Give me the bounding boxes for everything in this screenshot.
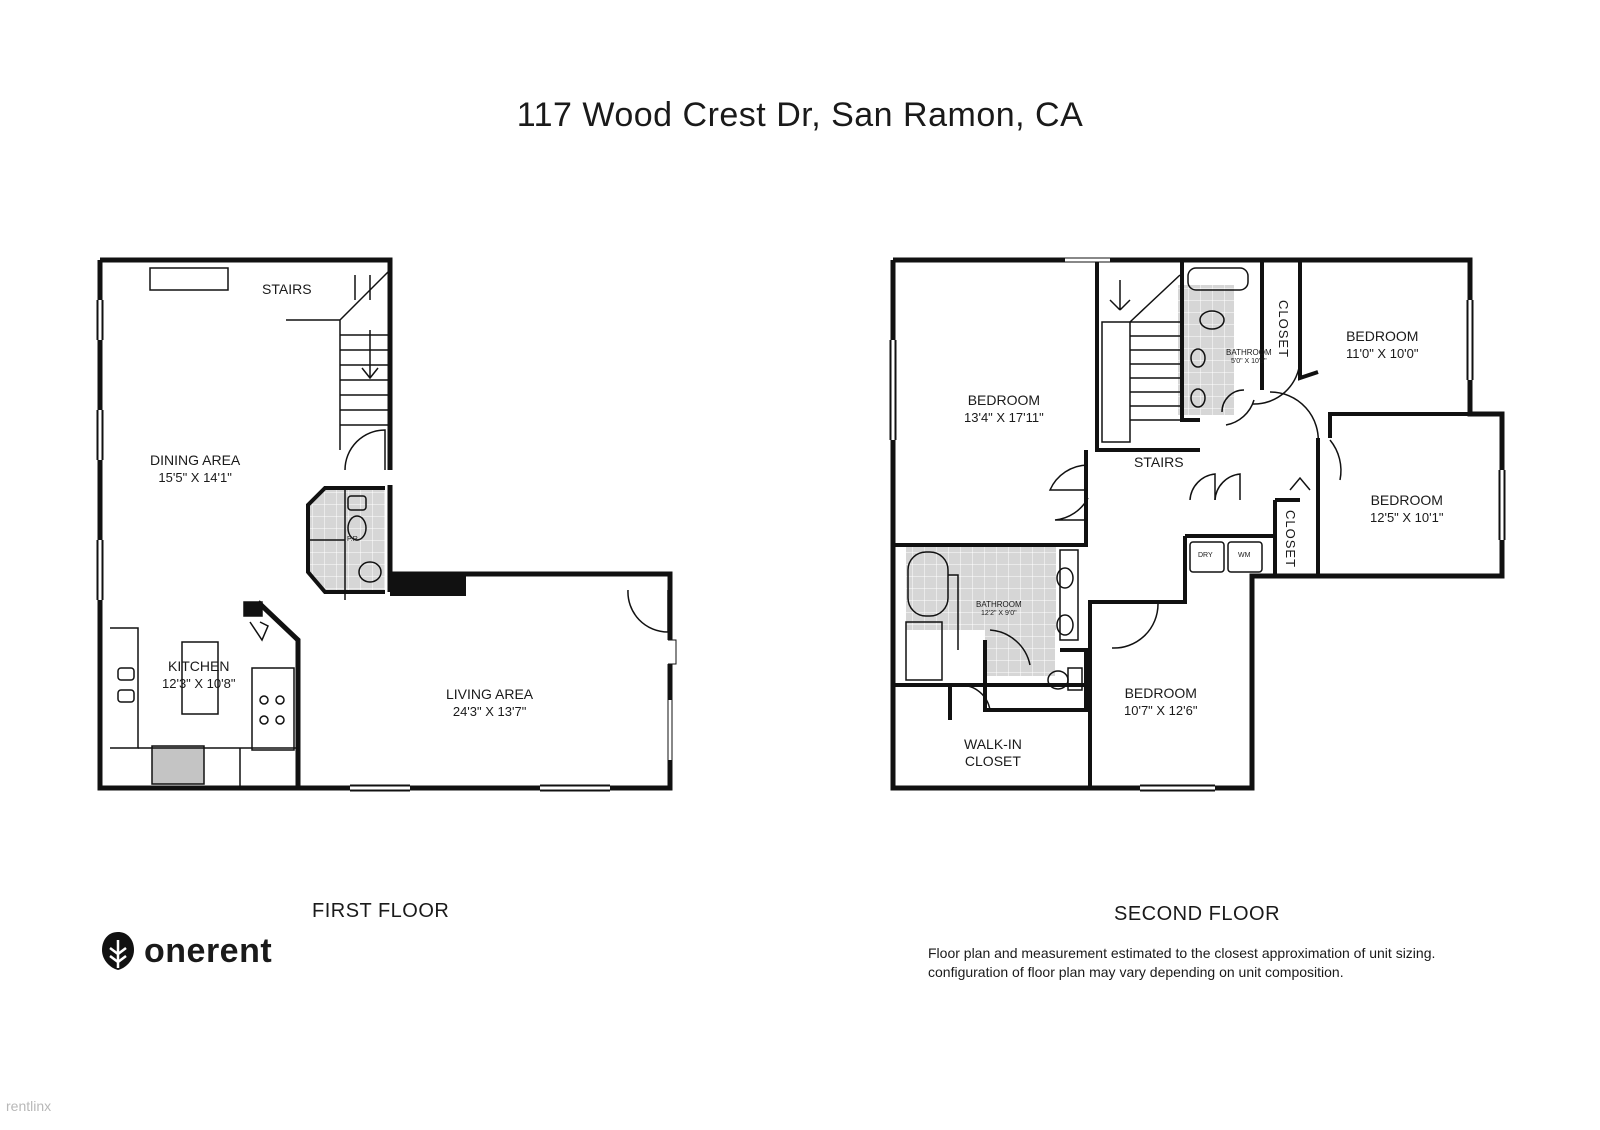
- dining-area-name: DINING AREA: [150, 452, 241, 468]
- laundry-appliances: [1189, 541, 1263, 573]
- first-floor-label: FIRST FLOOR: [312, 900, 450, 922]
- dining-area-label: DINING AREA 15'5" X 14'1": [150, 452, 240, 486]
- master-bath-fixtures: [905, 549, 1083, 691]
- living-wall-segment: [390, 574, 466, 596]
- south-bedroom-label: BEDROOM 10'7" X 12'6": [1124, 685, 1197, 719]
- ne-bedroom-label: BEDROOM 11'0" X 10'0": [1346, 328, 1419, 362]
- buffet-counter: [149, 267, 229, 291]
- first-floor-stairs: [286, 271, 389, 450]
- master-bath-label: BATHROOM 12'2" X 9'0": [976, 600, 1022, 618]
- brand-name: onerent: [144, 931, 273, 970]
- second-floor-interior-wall: [893, 260, 1470, 788]
- first-stairs-label: STAIRS: [262, 281, 312, 297]
- master-bath-name: BATHROOM: [976, 600, 1022, 609]
- brand-logo: onerent: [100, 930, 272, 972]
- ne-bedroom-size: 11'0" X 10'0": [1346, 346, 1419, 361]
- second-floor-label: SECOND FLOOR: [1114, 903, 1281, 925]
- living-area-name: LIVING AREA: [446, 686, 534, 702]
- disclaimer-line-2: configuration of floor plan may vary dep…: [928, 964, 1344, 980]
- ne-bedroom-name: BEDROOM: [1346, 328, 1419, 344]
- east-bedroom-name: BEDROOM: [1370, 492, 1443, 508]
- main-bedroom-size: 13'4" X 17'11": [964, 410, 1044, 425]
- south-bedroom-size: 10'7" X 12'6": [1124, 703, 1198, 718]
- page-title: 117 Wood Crest Dr, San Ramon, CA: [516, 96, 1084, 134]
- hall-bath-size: 5'0" X 10'5": [1230, 358, 1267, 365]
- second-floor-stairs: [1101, 274, 1181, 443]
- kitchen-fixtures: [110, 601, 298, 788]
- east-bedroom-size: 12'5" X 10'1": [1370, 510, 1444, 525]
- entry-door-arc: [344, 429, 386, 471]
- disclaimer-line-1: Floor plan and measurement estimated to …: [928, 945, 1436, 961]
- first-floor-plan: [96, 257, 677, 792]
- east-bedroom-label: BEDROOM 12'5" X 10'1": [1370, 492, 1443, 526]
- second-floor-plan: [889, 257, 1506, 792]
- front-door-arc: [627, 589, 669, 633]
- living-area-label: LIVING AREA 24'3" X 13'7": [446, 686, 533, 720]
- hall-bath-fixtures: [1187, 267, 1249, 413]
- disclaimer: Floor plan and measurement estimated to …: [928, 944, 1435, 982]
- main-bedroom-label: BEDROOM 13'4" X 17'11": [964, 392, 1044, 426]
- powder-room-label: P.R: [347, 536, 358, 543]
- kitchen-size: 12'3" X 10'8": [162, 676, 236, 691]
- kitchen-label: KITCHEN 12'3" X 10'8": [162, 658, 235, 692]
- south-bedroom-name: BEDROOM: [1124, 685, 1197, 701]
- hall-bath-label: BATHROOM 5'0" X 10'5": [1226, 348, 1272, 366]
- master-bath-size: 12'2" X 9'0": [980, 610, 1017, 617]
- hall-bath-tile: [1178, 285, 1234, 415]
- dryer-label: DRY: [1198, 552, 1213, 559]
- top-closet-label: CLOSET: [1276, 300, 1291, 359]
- hall-bath-name: BATHROOM: [1226, 348, 1272, 357]
- walk-in-closet-label: WALK-IN CLOSET: [964, 736, 1022, 769]
- second-stairs-label: STAIRS: [1134, 454, 1184, 470]
- main-bedroom-name: BEDROOM: [967, 392, 1041, 408]
- powder-room-wall: [306, 486, 385, 594]
- living-area-size: 24'3" X 13'7": [452, 704, 527, 719]
- watermark: rentlinx: [6, 1098, 52, 1114]
- powder-room-tile: [308, 488, 385, 592]
- washer-label: WM: [1238, 552, 1251, 559]
- second-floor-doors: [959, 359, 1342, 711]
- kitchen-name: KITCHEN: [168, 658, 230, 674]
- dining-area-size: 15'5" X 14'1": [158, 470, 232, 485]
- mid-closet-label: CLOSET: [1283, 510, 1298, 569]
- leaf-icon: [102, 932, 134, 970]
